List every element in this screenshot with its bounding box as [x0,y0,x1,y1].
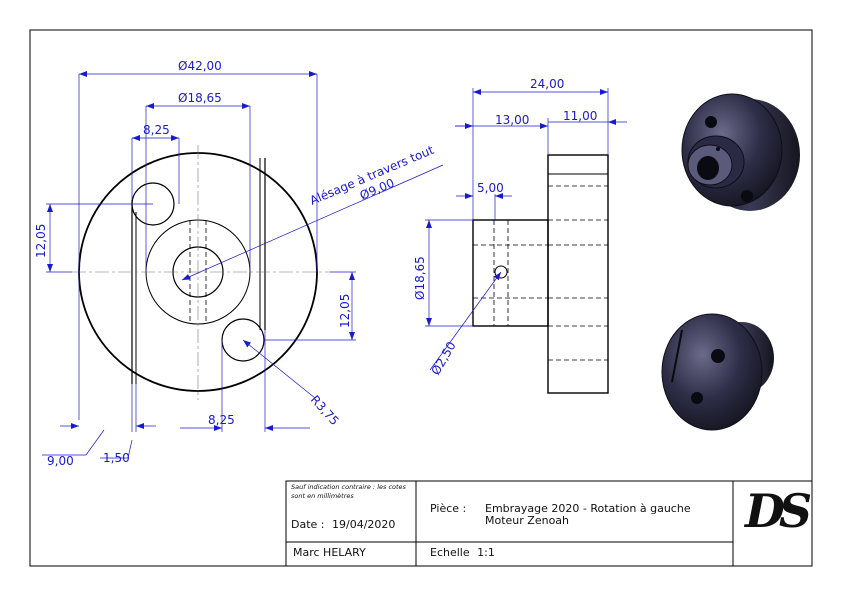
date-row: Date : 19/04/2020 [291,518,395,531]
dim-width-top: 8,25 [143,123,170,137]
piece-label: Pièce : [430,502,467,515]
piece-name-line2: Moteur Zenoah [485,514,570,527]
dim-outer-diameter: Ø42,00 [178,59,222,73]
front-view [72,145,330,400]
dim-width-bottom: 8,25 [208,413,235,427]
dim-radius: R3,75 [308,393,342,428]
dim-vertical-left: 12,05 [34,224,48,258]
author-name: Marc HELARY [293,546,366,559]
front-dimensions [42,71,444,459]
scale-row: Echelle 1:1 [430,546,495,559]
hub-body [472,219,549,327]
dim-hub-length: 11,00 [563,109,597,123]
dim-slot-width: 1,50 [103,451,130,465]
side-dimensions [425,88,627,371]
dim-flange-length: 13,00 [495,113,529,127]
piece-name-line1: Embrayage 2020 - Rotation à gauche [485,502,691,515]
dim-slot-offset: 9,00 [47,454,74,468]
dim-vertical-right: 12,05 [338,294,352,328]
title-block [285,480,813,567]
dim-total-length: 24,00 [530,77,564,91]
flange-body [547,154,609,394]
units-note: Sauf indication contraire : les cotes so… [291,483,406,500]
dim-side-diameter: Ø18,65 [413,256,427,300]
isometric-view-top [681,93,800,211]
scale-value: 1:1 [477,546,495,559]
date-label: Date : [291,518,325,531]
date-value: 19/04/2020 [332,518,396,531]
ds-logo: DS [745,484,812,538]
dim-pin-diameter: Ø2,50 [428,339,458,377]
scale-label: Echelle [430,546,470,559]
isometric-view-bottom [661,313,774,431]
dim-hub-diameter: Ø18,65 [178,91,222,105]
dim-pin-position: 5,00 [477,181,504,195]
